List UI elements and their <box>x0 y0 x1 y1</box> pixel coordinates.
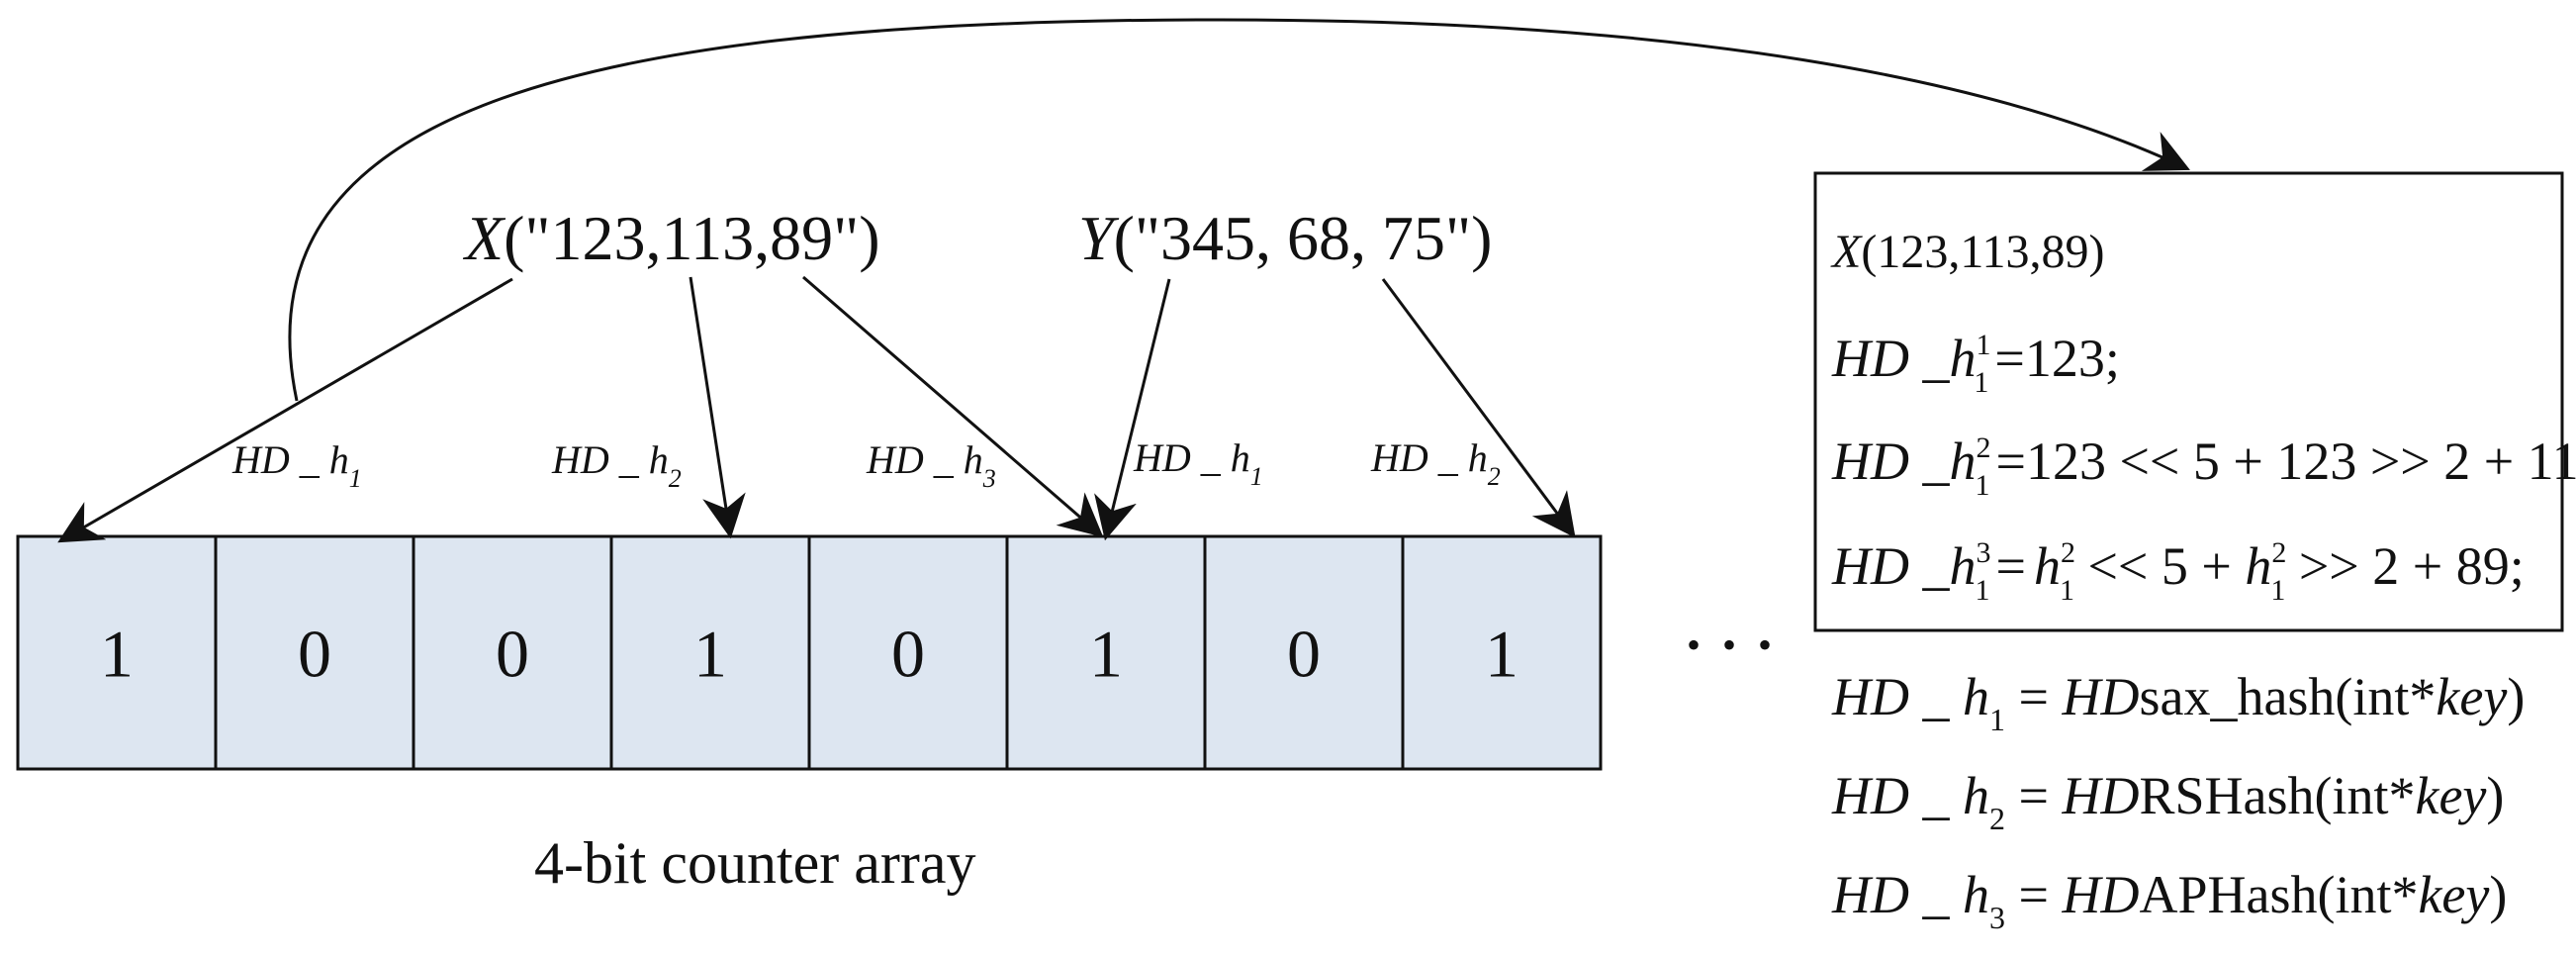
hash-arrows <box>57 275 1576 543</box>
arrow-x-h3 <box>802 275 1104 537</box>
counter-value: 1 <box>1485 617 1518 692</box>
counter-value: 1 <box>1089 617 1123 692</box>
counter-cell <box>1401 534 1603 771</box>
definition-h2: HD _ h2 = HDRSHash(int*key) <box>1831 766 2504 836</box>
arrow-y-h1 <box>1094 278 1171 541</box>
ellipsis: • • • <box>1687 623 1778 667</box>
counter-cell <box>1005 534 1207 771</box>
arrow-x-h1 <box>57 277 513 543</box>
hash-label: HD _ h1 <box>1133 435 1263 491</box>
counter-value: 1 <box>100 617 134 692</box>
counter-value: 0 <box>298 617 331 692</box>
input-x: X("123,113,89") <box>462 203 880 273</box>
counter-cell <box>214 534 415 771</box>
definition-h1: HD _ h1 = HDsax_hash(int*key) <box>1831 667 2525 737</box>
counter-array: 1 0 0 1 0 1 0 1 <box>16 534 1603 771</box>
counter-value: 0 <box>496 617 529 692</box>
counter-value: 1 <box>693 617 727 692</box>
hash-label: HD _ h3 <box>866 437 996 493</box>
hash-label: HD _ h2 <box>551 437 682 493</box>
box-line-x: X(123,113,89) <box>1830 226 2105 278</box>
arrow-x-h2 <box>689 276 746 539</box>
counter-value: 0 <box>1287 617 1321 692</box>
definition-h3: HD _ h3 = HDAPHash(int*key) <box>1831 865 2507 935</box>
arrow-y-h2 <box>1381 278 1576 538</box>
input-y: Y("345, 68, 75") <box>1078 203 1492 273</box>
hash-label: HD _ h2 <box>1370 435 1501 491</box>
formula-box <box>1813 171 2564 632</box>
counter-cell <box>412 534 613 771</box>
hash-label: HD _ h1 <box>231 437 362 493</box>
hash-labels: HD _ h1 HD _ h2 HD _ h3 HD _ h1 HD _ h2 <box>231 435 1501 493</box>
array-caption: 4-bit counter array <box>534 830 975 896</box>
curve-arrow-to-box <box>288 18 2190 402</box>
hash-definitions: HD _ h1 = HDsax_hash(int*key) HD _ h2 = … <box>1831 667 2525 935</box>
counter-value: 0 <box>891 617 925 692</box>
